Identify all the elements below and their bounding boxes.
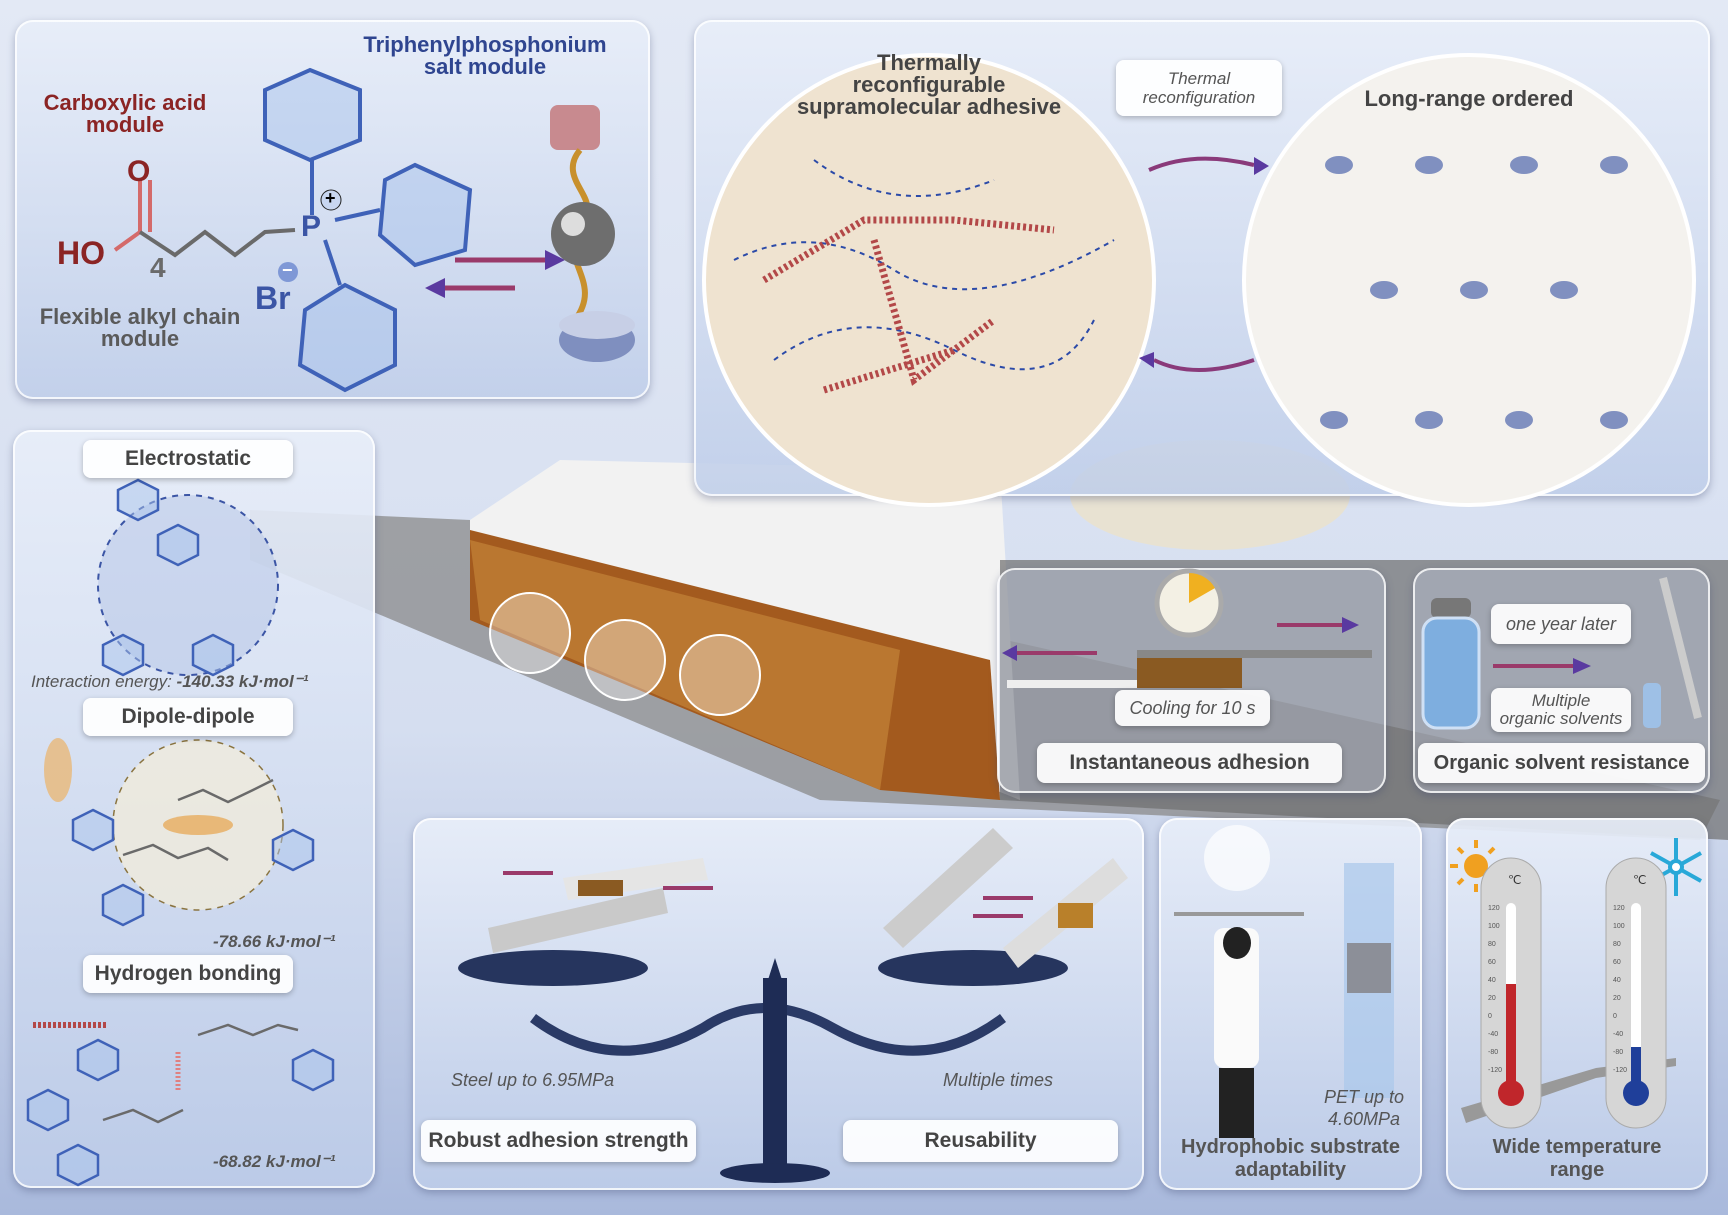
thermometers-illustration: 120 100 80 60 40 20 0 -40 -80 -120 120 100 80 60 40 20… — [1450, 838, 1702, 1129]
stopwatch-illustration — [1002, 568, 1372, 688]
balance-scale-illustration — [458, 828, 1128, 1183]
temperature-title: Wide temperature range — [1446, 1136, 1708, 1182]
network-circles — [702, 53, 1696, 507]
thermal-reconfiguration-label: Thermal reconfiguration — [1116, 60, 1282, 116]
network-title-3: supramolecular adhesive — [796, 94, 1062, 119]
temperature-panel: 120 100 80 60 40 20 0 -40 -80 -120 120 100 80 60 40 20… — [1446, 818, 1708, 1190]
tpp-module-label-2: salt module — [423, 54, 547, 79]
thermometer-tick-label: 40 — [1488, 977, 1496, 984]
zoom-bubble — [584, 619, 666, 701]
dipole-label: Dipole-dipole — [83, 698, 293, 736]
robust-strength-title: Robust adhesion strength — [421, 1120, 696, 1162]
multiple-times-note: Multiple times — [943, 1070, 1054, 1090]
plus-charge: + — [325, 188, 336, 208]
atom-HO: HO — [57, 235, 105, 271]
thermometer-tick-label: 120 — [1488, 905, 1500, 912]
energy-value: -140.33 kJ·mol⁻¹ — [176, 672, 309, 691]
one-year-note: one year later — [1491, 604, 1631, 644]
thermometer-tick-label: 100 — [1488, 923, 1500, 930]
title-line-2: range — [1549, 1159, 1605, 1181]
molecule-diagram — [113, 67, 635, 393]
instantaneous-title: Instantaneous adhesion — [1037, 743, 1342, 783]
note-line-1: Multiple — [1531, 691, 1591, 710]
thermometer-tick-label: 120 — [1613, 905, 1625, 912]
electrostatic-label: Electrostatic — [83, 440, 293, 478]
multiple-solvents-note: Multiple organic solvents — [1491, 688, 1631, 732]
hot-level — [1506, 984, 1516, 1083]
acid-module-label-2: module — [85, 112, 165, 137]
celsius-unit-cold: ℃ — [1633, 873, 1647, 887]
thermometer-tick-label: 80 — [1488, 941, 1496, 948]
thermometer-tick-label: 60 — [1488, 959, 1496, 966]
arrow-label-1: Thermal — [1167, 69, 1231, 88]
thermometer-tick-label: 60 — [1613, 959, 1621, 966]
thermometer-tick-label: 80 — [1613, 941, 1621, 948]
thermometer-tick-label: -80 — [1488, 1049, 1498, 1056]
reusability-title: Reusability — [843, 1120, 1118, 1162]
tpp-module-label: Triphenylphosphonium — [363, 32, 607, 57]
cold-level — [1631, 1047, 1641, 1083]
hydrophobic-title: Hydrophobic substrate adaptability — [1159, 1136, 1422, 1182]
atom-O: O — [127, 155, 151, 188]
thermometer-tick-label: 40 — [1613, 977, 1621, 984]
dipole-energy: -78.66 kJ·mol⁻¹ — [213, 932, 336, 951]
solvent-resistance-panel: one year later Multiple organic solvents… — [1413, 568, 1710, 793]
thermometer-tick-label: -40 — [1613, 1031, 1623, 1038]
hbond-label: Hydrogen bonding — [83, 955, 293, 993]
note-line-2: organic solvents — [1499, 709, 1623, 728]
thermometer-tick-label: -40 — [1488, 1031, 1498, 1038]
zoom-bubble — [489, 592, 571, 674]
repeat-count: 4 — [150, 252, 166, 283]
thermometer-tick-label: -120 — [1488, 1067, 1502, 1074]
note-line-2: 4.60MPa — [1327, 1109, 1401, 1129]
note-line-1: PET up to — [1323, 1087, 1405, 1107]
solvent-title: Organic solvent resistance — [1418, 743, 1705, 783]
cooling-note: Cooling for 10 s — [1115, 690, 1270, 726]
interactions-panel: Electrostatic Interaction energy: -140.3… — [13, 430, 375, 1188]
interaction-diagrams — [26, 478, 335, 1187]
pet-strength-note: PET up to 4.60MPa — [1309, 1086, 1419, 1130]
zoom-bubble — [679, 634, 761, 716]
thermometer-tick-label: 0 — [1613, 1013, 1617, 1020]
chain-module-label: Flexible alkyl chain — [39, 304, 241, 329]
electrostatic-energy: Interaction energy: -140.33 kJ·mol⁻¹ — [31, 672, 308, 692]
title-line-2: adaptability — [1234, 1159, 1347, 1181]
instantaneous-adhesion-panel: Cooling for 10 s Instantaneous adhesion — [997, 568, 1386, 793]
network-title-1: Thermally — [877, 50, 981, 75]
network-panel: Thermally reconfigurable supramolecular … — [694, 20, 1710, 507]
hydrophobic-panel: PET up to 4.60MPa Hydrophobic substrate … — [1159, 818, 1422, 1190]
celsius-unit-hot: ℃ — [1508, 873, 1522, 887]
thermometer-tick-label: 100 — [1613, 923, 1625, 930]
steel-strength-note: Steel up to 6.95MPa — [451, 1070, 615, 1090]
network-title-2: reconfigurable — [852, 72, 1006, 97]
ordered-title: Long-range ordered — [1364, 86, 1574, 111]
title-line-1: Hydrophobic substrate — [1181, 1136, 1400, 1158]
molecule-structure-panel: Triphenylphosphonium salt module Carboxy… — [15, 20, 650, 399]
thermometer-tick-label: 20 — [1488, 995, 1496, 1002]
minus-charge: − — [282, 260, 293, 280]
thermometer-tick-label: -120 — [1613, 1067, 1627, 1074]
acid-module-label: Carboxylic acid — [43, 90, 207, 115]
thermometer-tick-label: -80 — [1613, 1049, 1623, 1056]
strength-reusability-panel: Steel up to 6.95MPa Multiple times Robus… — [413, 818, 1144, 1190]
hbond-energy: -68.82 kJ·mol⁻¹ — [213, 1152, 336, 1171]
arrow-label-2: reconfiguration — [1142, 88, 1256, 107]
energy-prefix: Interaction energy: — [31, 672, 172, 691]
thermometer-tick-label: 0 — [1488, 1013, 1492, 1020]
hanging-person-illustration — [1174, 825, 1394, 1138]
title-line-1: Wide temperature — [1492, 1136, 1662, 1158]
atom-P: P — [301, 210, 322, 243]
chain-module-label-2: module — [100, 326, 180, 351]
atom-Br: Br — [255, 280, 291, 316]
vial-illustration — [1421, 577, 1702, 730]
thermometer-tick-label: 20 — [1613, 995, 1621, 1002]
